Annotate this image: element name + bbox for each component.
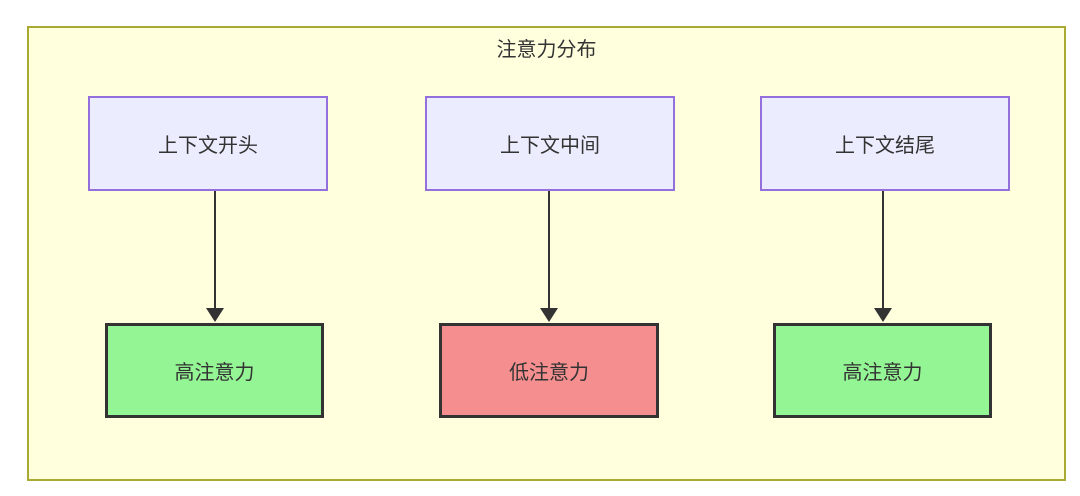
node-label: 上下文开头 [158,135,258,157]
node-label: 低注意力 [509,362,589,384]
arrow-head [874,308,892,322]
node-label: 上下文结尾 [835,135,935,157]
node-low-attention: 低注意力 [439,323,659,418]
arrow-down-icon [206,191,224,322]
arrow-head [540,308,558,322]
arrow-line [882,191,884,308]
attention-distribution-subgraph: 注意力分布 上下文开头 高注意力 上下文中间 低注意力 上下文结尾 [27,26,1066,481]
arrow-head [206,308,224,322]
node-context-beginning: 上下文开头 [88,96,328,191]
node-high-attention-right: 高注意力 [773,323,992,418]
node-label: 高注意力 [174,362,255,384]
arrow-line [214,191,216,308]
diagram-title: 注意力分布 [496,39,597,61]
arrow-down-icon [874,191,892,322]
arrow-down-icon [540,191,558,322]
node-context-end: 上下文结尾 [760,96,1010,191]
node-label: 高注意力 [842,362,923,384]
node-label: 上下文中间 [500,135,600,157]
node-context-middle: 上下文中间 [425,96,675,191]
arrow-line [548,191,550,308]
node-high-attention-left: 高注意力 [105,323,324,418]
